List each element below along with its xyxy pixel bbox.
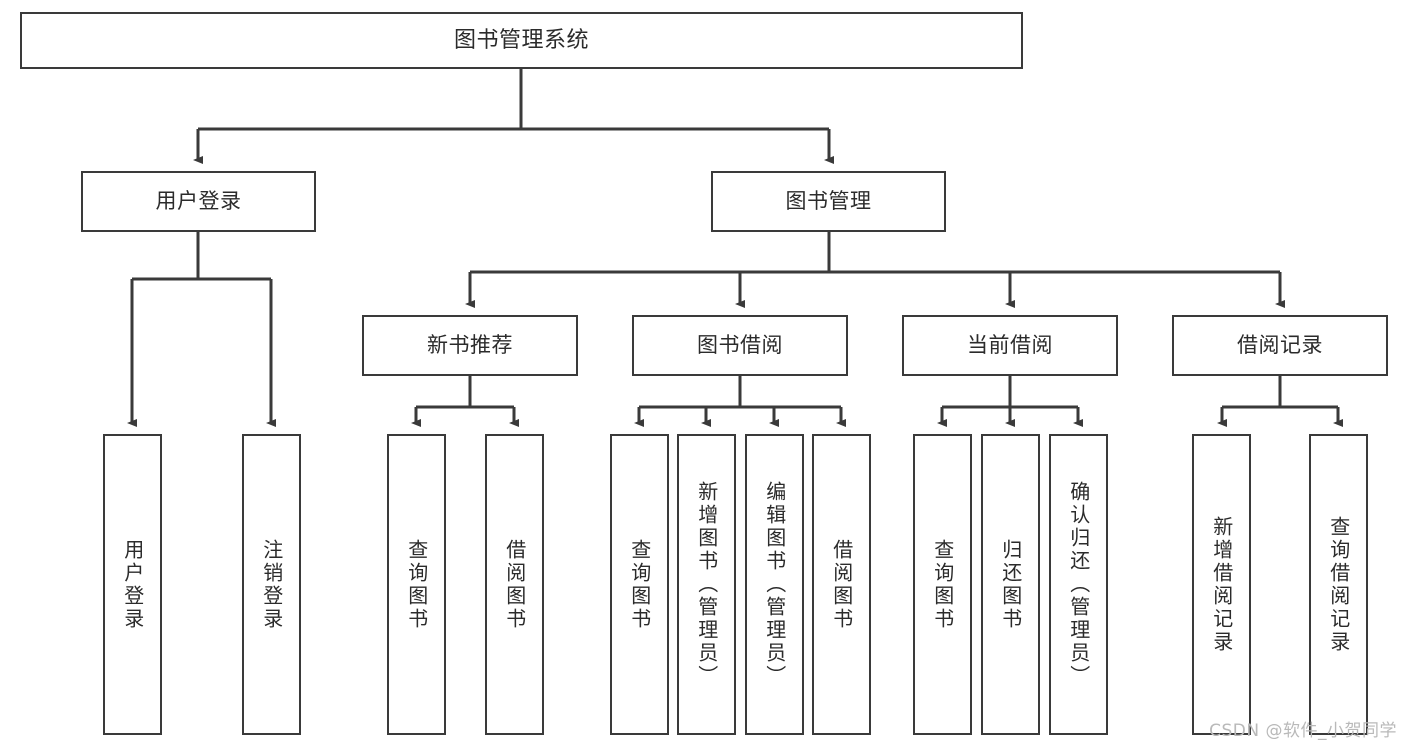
node-leaf-add-borrow-record[interactable]: 新增借阅记录 [1192, 434, 1251, 735]
node-label: 新增图书（管理员） [694, 481, 719, 688]
node-leaf-query-borrow-record[interactable]: 查询借阅记录 [1309, 434, 1368, 735]
node-current-borrow[interactable]: 当前借阅 [902, 315, 1118, 376]
node-label: 归还图书 [998, 538, 1023, 631]
node-leaf-borrow-book-1[interactable]: 借阅图书 [485, 434, 544, 735]
node-label: 查询图书 [404, 538, 429, 631]
node-label: 用户登录 [120, 538, 145, 631]
node-leaf-confirm-return-admin[interactable]: 确认归还（管理员） [1049, 434, 1108, 735]
node-label: 新增借阅记录 [1209, 515, 1234, 654]
node-label: 查询图书 [627, 538, 652, 631]
csdn-watermark: CSDN @软件_小贺同学 [1209, 721, 1397, 741]
node-label: 借阅图书 [502, 538, 527, 631]
node-borrow-record[interactable]: 借阅记录 [1172, 315, 1388, 376]
node-label: 借阅记录 [1237, 333, 1323, 358]
node-label: 查询图书 [930, 538, 955, 631]
node-label: 当前借阅 [967, 333, 1053, 358]
node-leaf-return-book[interactable]: 归还图书 [981, 434, 1040, 735]
node-leaf-logout-login[interactable]: 注销登录 [242, 434, 301, 735]
node-leaf-query-book-2[interactable]: 查询图书 [610, 434, 669, 735]
node-leaf-add-book-admin[interactable]: 新增图书（管理员） [677, 434, 736, 735]
node-label: 图书管理 [785, 189, 872, 214]
node-label: 确认归还（管理员） [1066, 481, 1091, 688]
node-label: 查询借阅记录 [1326, 515, 1351, 654]
node-label: 编辑图书（管理员） [762, 481, 787, 688]
node-leaf-edit-book-admin[interactable]: 编辑图书（管理员） [745, 434, 804, 735]
node-leaf-borrow-book-2[interactable]: 借阅图书 [812, 434, 871, 735]
node-new-book-recommend[interactable]: 新书推荐 [362, 315, 578, 376]
node-book-borrow[interactable]: 图书借阅 [632, 315, 848, 376]
node-label: 用户登录 [155, 189, 242, 214]
node-label: 注销登录 [259, 538, 284, 631]
node-leaf-user-login[interactable]: 用户登录 [103, 434, 162, 735]
node-root-system[interactable]: 图书管理系统 [20, 12, 1023, 69]
node-label: 图书借阅 [697, 333, 783, 358]
node-label: 借阅图书 [829, 538, 854, 631]
node-user-login[interactable]: 用户登录 [81, 171, 316, 232]
node-leaf-query-book-3[interactable]: 查询图书 [913, 434, 972, 735]
node-leaf-query-book-1[interactable]: 查询图书 [387, 434, 446, 735]
node-book-management[interactable]: 图书管理 [711, 171, 946, 232]
node-label: 图书管理系统 [453, 27, 589, 53]
node-label: 新书推荐 [427, 333, 513, 358]
